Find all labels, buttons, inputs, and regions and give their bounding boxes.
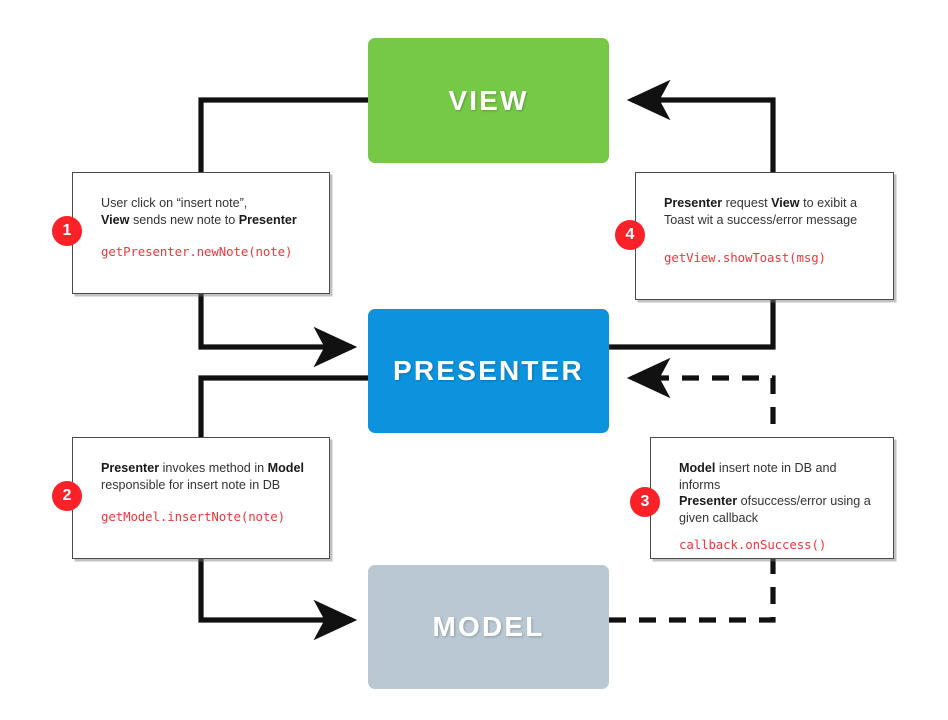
step-1-description: User click on “insert note”, View sends … <box>101 195 313 228</box>
step-card-4[interactable]: Presenter request View to exibit a Toast… <box>635 172 894 300</box>
step-1-desc-line1: User click on “insert note”, <box>101 196 248 210</box>
step-4-desc-line2: Toast wit a success/error message <box>664 212 858 227</box>
step-4-desc-presenter: Presenter <box>664 196 723 210</box>
layer-box-model[interactable]: MODEL <box>368 565 609 689</box>
step-card-3[interactable]: Model insert note in DB and informs Pres… <box>650 437 894 559</box>
step-3-desc-line1-tail: insert note in DB and informs <box>679 461 837 492</box>
step-3-desc-line3: given callback <box>679 510 759 525</box>
step-2-desc-mid: invokes method in <box>159 461 268 475</box>
step-4-description: Presenter request View to exibit a Toast… <box>664 195 877 228</box>
step-card-1[interactable]: User click on “insert note”, View sends … <box>72 172 330 294</box>
step-2-desc-line2: responsible for insert note in DB <box>101 477 281 492</box>
layer-box-presenter[interactable]: PRESENTER <box>368 309 609 433</box>
step-badge-3[interactable]: 3 <box>630 487 660 517</box>
step-3-description: Model insert note in DB and informs Pres… <box>679 460 877 526</box>
step-1-desc-mid: sends new note to <box>129 212 239 227</box>
step-3-desc-line2-tail: ofsuccess/error using a <box>737 494 871 508</box>
step-1-code: getPresenter.newNote(note) <box>101 244 293 259</box>
step-2-desc-presenter: Presenter <box>101 461 160 475</box>
step-1-desc-view: View <box>101 212 130 227</box>
layer-label-presenter: PRESENTER <box>393 355 584 386</box>
layer-label-model: MODEL <box>432 611 545 642</box>
step-4-desc-tail: to exibit a <box>799 196 858 210</box>
step-2-desc-model: Model <box>267 461 305 475</box>
layer-box-view[interactable]: VIEW <box>368 38 609 163</box>
step-3-desc-model: Model <box>679 461 716 475</box>
step-4-code: getView.showToast(msg) <box>664 250 826 265</box>
step-4-desc-view: View <box>771 196 800 210</box>
step-1-desc-presenter: Presenter <box>238 212 297 227</box>
step-3-code: callback.onSuccess() <box>679 537 827 552</box>
step-4-desc-mid: request <box>722 196 772 210</box>
step-card-2[interactable]: Presenter invokes method in Model respon… <box>72 437 330 559</box>
step-2-code: getModel.insertNote(note) <box>101 509 285 524</box>
step-2-description: Presenter invokes method in Model respon… <box>101 460 313 493</box>
step-badge-2[interactable]: 2 <box>52 481 82 511</box>
step-3-desc-presenter: Presenter <box>679 494 738 508</box>
step-badge-1[interactable]: 1 <box>52 216 82 246</box>
layer-label-view: VIEW <box>448 84 529 116</box>
step-badge-4[interactable]: 4 <box>615 220 645 250</box>
